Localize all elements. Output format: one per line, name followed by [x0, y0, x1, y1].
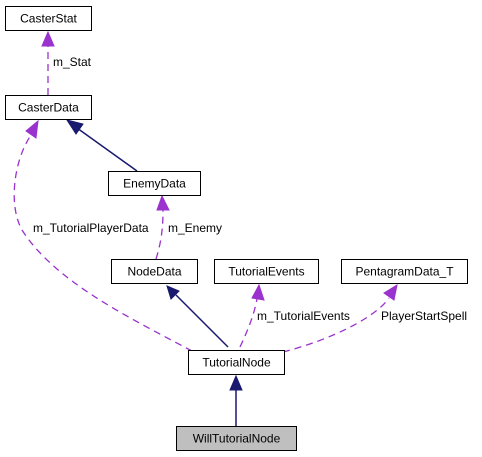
- edge-m-tutorial-player-data: [13, 119, 193, 352]
- edge-enemydata-inherits-casterdata: [65, 119, 138, 172]
- node-tutorial-events[interactable]: TutorialEvents: [214, 259, 319, 284]
- node-label-pentagram-data-t: PentagramData_T: [355, 265, 454, 279]
- edge-label-m-enemy: m_Enemy: [168, 221, 222, 235]
- node-label-tutorial-node: TutorialNode: [202, 356, 271, 370]
- edge-label-m-tutorial-events: m_TutorialEvents: [257, 309, 350, 323]
- node-label-node-data: NodeData: [127, 265, 181, 279]
- edge-willtutorialnode-inherits-tutorialnode: [229, 374, 243, 426]
- node-will-tutorial-node[interactable]: WillTutorialNode: [176, 426, 297, 451]
- node-label-tutorial-events: TutorialEvents: [228, 265, 304, 279]
- edge-m-tutorial-events: [239, 283, 265, 348]
- edge-label-player-start-spell: PlayerStartSpell: [381, 309, 467, 323]
- node-enemy-data[interactable]: EnemyData: [108, 171, 201, 196]
- edge-label-m-tutorial-player-data: m_TutorialPlayerData: [33, 221, 149, 235]
- edge-label-m-stat: m_Stat: [53, 55, 92, 69]
- node-caster-stat[interactable]: CasterStat: [5, 6, 92, 31]
- edge-m-enemy: [155, 194, 170, 260]
- node-label-enemy-data: EnemyData: [123, 177, 186, 191]
- node-label-will-tutorial-node: WillTutorialNode: [193, 432, 281, 446]
- node-label-caster-stat: CasterStat: [20, 12, 77, 26]
- node-label-caster-data: CasterData: [18, 101, 79, 115]
- edge-player-start-spell: [282, 283, 398, 353]
- node-tutorial-node[interactable]: TutorialNode: [188, 350, 285, 375]
- node-node-data[interactable]: NodeData: [111, 259, 198, 284]
- edge-tutorialnode-inherits-nodedata: [166, 285, 229, 348]
- edge-m-stat: [41, 30, 55, 95]
- node-pentagram-data-t[interactable]: PentagramData_T: [341, 259, 468, 284]
- node-caster-data[interactable]: CasterData: [5, 95, 92, 120]
